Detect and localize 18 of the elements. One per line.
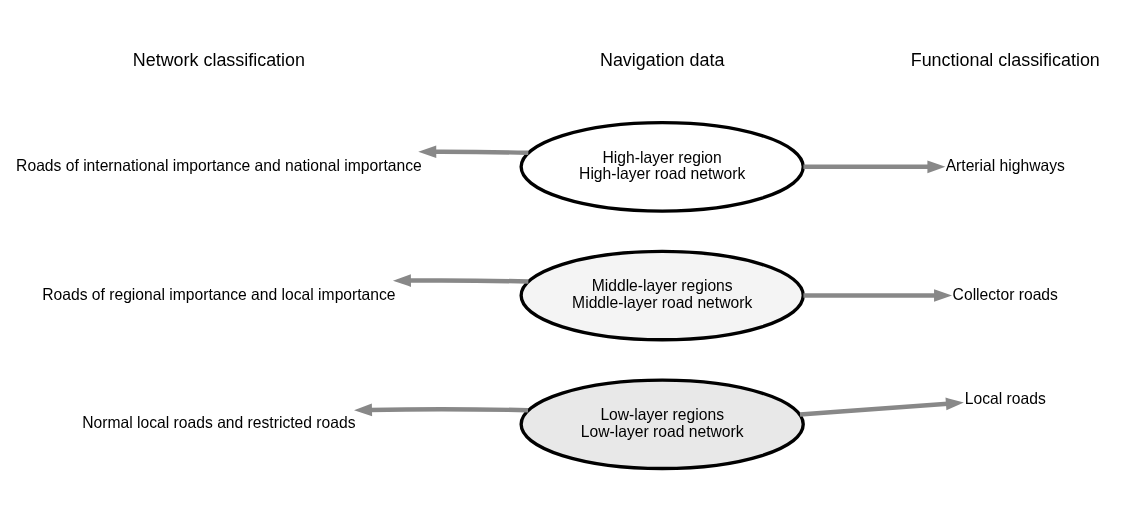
node-text: Collector roads: [952, 285, 1058, 303]
arrow: [803, 160, 946, 173]
label: Functional classification: [910, 49, 1100, 70]
node-text: Local roads: [964, 389, 1046, 407]
node-text: Normal local roads and restricted roads: [82, 413, 356, 431]
label: Navigation data: [599, 49, 725, 70]
node-text: Roads of international importance and national importance: [16, 156, 422, 174]
node-ellipse: Middle-layer regions Middle-layer road network: [519, 249, 805, 341]
arrow: [354, 403, 529, 416]
arrow: [803, 288, 952, 302]
node-ellipse: High-layer region High-layer road network: [519, 120, 805, 213]
node-ellipse: Low-layer regions Low-layer road network: [519, 377, 805, 470]
arrow: [799, 397, 964, 417]
node-text: Arterial highways: [945, 156, 1065, 174]
arrow: [418, 144, 529, 158]
arrow: [392, 273, 529, 287]
label: Network classification: [132, 49, 305, 70]
node-text: Roads of regional importance and local importance: [42, 285, 396, 303]
